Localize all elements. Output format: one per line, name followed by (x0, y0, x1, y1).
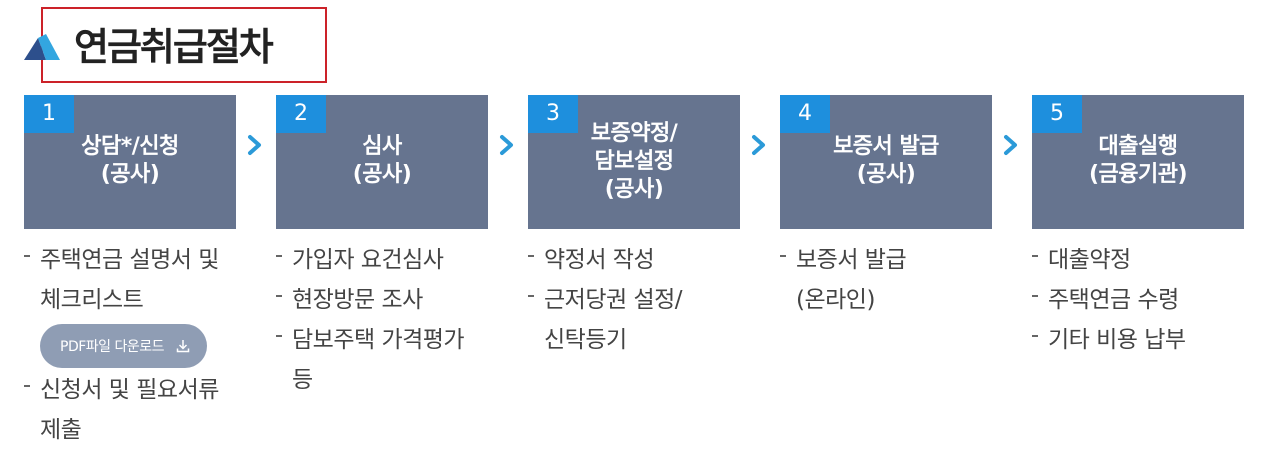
list-item: 담보주택 가격평가 (276, 320, 481, 360)
step-2-details: 가입자 요건심사 현장방문 조사 담보주택 가격평가 등 (276, 240, 481, 400)
step-title: 보증약정/ 담보설정 (공사) (590, 121, 678, 202)
step-title: 대출실행 (금융기관) (1088, 134, 1188, 187)
step-title: 보증서 발급 (공사) (833, 134, 939, 187)
list-item-continued: (온라인) (796, 287, 875, 313)
list-item-continued: 신탁등기 (544, 327, 627, 353)
download-row: PDF파일 다운로드 (24, 320, 229, 374)
step-card-3: 3 보증약정/ 담보설정 (공사) (528, 95, 740, 229)
step-title: 상담*/신청 (공사) (81, 134, 179, 187)
chevron-right-icon (500, 135, 513, 155)
list-item-continued: 체크리스트 (40, 287, 144, 313)
list-item: 주택연금 설명서 및 (24, 240, 229, 280)
pdf-download-button[interactable]: PDF파일 다운로드 (40, 324, 208, 368)
list-item: 근저당권 설정/ (528, 280, 733, 320)
step-5-details: 대출약정 주택연금 수령 기타 비용 납부 (1032, 240, 1237, 360)
step-number: 2 (276, 95, 326, 133)
step-1-details: 주택연금 설명서 및 체크리스트 PDF파일 다운로드 신청서 및 필요서류 제… (24, 240, 229, 450)
list-item: 기타 비용 납부 (1032, 320, 1237, 360)
step-number: 5 (1032, 95, 1082, 133)
step-card-5: 5 대출실행 (금융기관) (1032, 95, 1244, 229)
step-title: 심사 (공사) (352, 134, 412, 187)
list-item-continued: 제출 (40, 417, 82, 443)
download-icon (176, 340, 190, 353)
list-item-continued: 등 (292, 367, 313, 393)
chevron-right-icon (1004, 135, 1017, 155)
step-4-details: 보증서 발급 (온라인) (780, 240, 985, 320)
list-item: 보증서 발급 (780, 240, 985, 280)
step-number: 3 (528, 95, 578, 133)
page-title: 연금취급절차 (74, 25, 274, 69)
list-item: 가입자 요건심사 (276, 240, 481, 280)
chevron-right-icon (752, 135, 765, 155)
step-card-2: 2 심사 (공사) (276, 95, 488, 229)
list-item: 신청서 및 필요서류 (24, 370, 229, 410)
step-number: 4 (780, 95, 830, 133)
list-item: 현장방문 조사 (276, 280, 481, 320)
mountain-logo-icon (24, 34, 60, 60)
list-item: 대출약정 (1032, 240, 1237, 280)
step-card-4: 4 보증서 발급 (공사) (780, 95, 992, 229)
step-card-1: 1 상담*/신청 (공사) (24, 95, 236, 229)
list-item: 주택연금 수령 (1032, 280, 1237, 320)
chevron-right-icon (248, 135, 261, 155)
list-item: 약정서 작성 (528, 240, 733, 280)
step-number: 1 (24, 95, 74, 133)
pdf-download-label: PDF파일 다운로드 (60, 339, 165, 355)
step-3-details: 약정서 작성 근저당권 설정/ 신탁등기 (528, 240, 733, 360)
